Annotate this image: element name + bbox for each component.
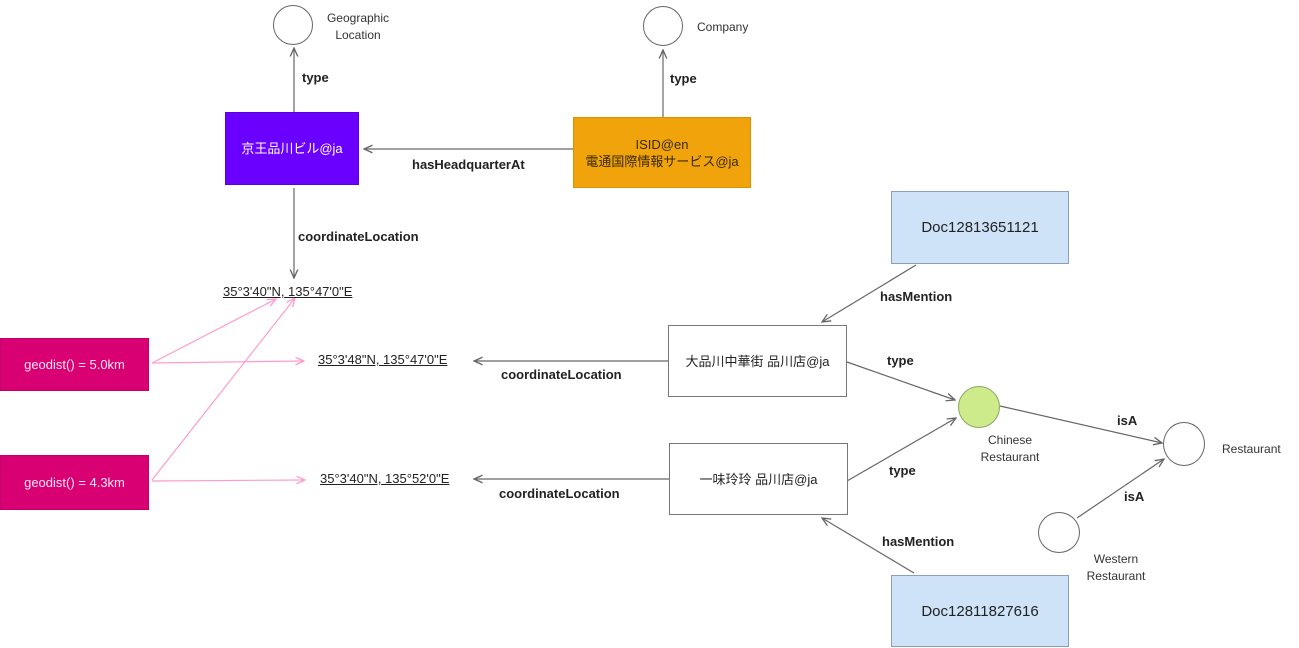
edge-label-isa-chinese: isA [1117, 413, 1138, 428]
edge-type-r1 [846, 361, 955, 400]
keio-building-node[interactable]: 京王品川ビル@ja [225, 112, 359, 185]
edge-isa-chinese [999, 405, 1162, 443]
edge-label-coordinate-location-top: coordinateLocation [298, 229, 419, 244]
edge-has-mention-2 [822, 518, 915, 574]
edge-geodist-1-top [151, 299, 276, 364]
coord-mid: 35°3'48"N, 135°47'0"E [318, 352, 448, 367]
company-node[interactable] [643, 6, 683, 46]
coord-bottom: 35°3'40"N, 135°52'0"E [320, 471, 450, 486]
restaurant-node-1[interactable]: 大品川中華街 品川店@ja [668, 325, 847, 397]
edge-type-r2 [846, 418, 956, 482]
edge-label-type-r2: type [889, 463, 916, 478]
edge-has-mention-1 [822, 264, 917, 322]
edge-label-has-headquarter-at: hasHeadquarterAt [412, 157, 525, 172]
edge-label-coordinate-location-mid: coordinateLocation [501, 367, 622, 382]
company-label: Company [697, 20, 749, 34]
isid-node[interactable]: ISID@en 電通国際情報サービス@ja [573, 117, 751, 188]
edge-geodist-1-mid [151, 361, 304, 363]
edge-geodist-2-top [151, 298, 295, 481]
doc-node-1[interactable]: Doc12813651121 [891, 191, 1069, 264]
geographic-location-label: Geographic Location [326, 11, 390, 42]
restaurant-node-2[interactable]: 一味玲玲 品川店@ja [669, 443, 848, 515]
coord-top: 35°3'40"N, 135°47'0"E [223, 284, 353, 299]
chinese-restaurant-label: Chinese Restaurant [980, 433, 1040, 464]
restaurant-class-label: Restaurant [1222, 442, 1281, 456]
edge-label-coordinate-location-bottom: coordinateLocation [499, 486, 620, 501]
edge-label-type-geo: type [302, 70, 329, 85]
edge-label-has-mention-1: hasMention [880, 289, 953, 304]
chinese-restaurant-node[interactable] [958, 386, 1000, 428]
western-restaurant-label: Western Restaurant [1086, 552, 1146, 583]
edge-label-isa-western: isA [1124, 489, 1145, 504]
edge-label-has-mention-2: hasMention [882, 534, 955, 549]
edge-isa-western [1076, 459, 1164, 519]
edge-label-type-r1: type [887, 353, 914, 368]
doc-node-2[interactable]: Doc12811827616 [891, 575, 1069, 647]
edge-geodist-2-bottom [151, 480, 305, 481]
restaurant-class-node[interactable] [1163, 422, 1205, 466]
geodist-node-2[interactable]: geodist() = 4.3km [0, 455, 149, 510]
edge-label-type-company: type [670, 71, 697, 86]
geodist-node-1[interactable]: geodist() = 5.0km [0, 338, 149, 391]
western-restaurant-node[interactable] [1038, 512, 1080, 553]
geographic-location-node[interactable] [273, 5, 313, 45]
